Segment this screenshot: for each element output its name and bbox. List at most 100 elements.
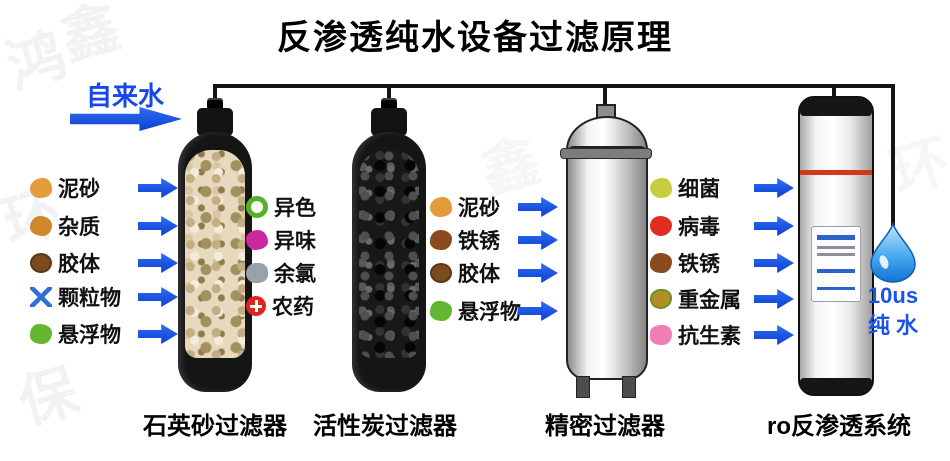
contaminant-label: 病毒 [678,216,720,239]
housing-bottom-cap [800,378,872,394]
clamp-band [560,148,652,159]
membrane-label [811,226,861,302]
contaminant-label: 细菌 [678,178,720,201]
flow-arrow [754,325,794,345]
contaminant-row: 杂质 [30,213,100,239]
impurity-icon [30,216,52,236]
heavy-metal-icon [650,289,672,309]
housing-top-cap [800,98,872,116]
housing-red-stripe [800,170,872,175]
bacteria-icon [650,178,672,198]
contaminant-label: 颗粒物 [58,287,121,310]
suspended-solids-icon [30,324,52,344]
contaminant-row: 悬浮物 [430,298,521,324]
label-print-line [817,246,855,249]
contaminant-label: 重金属 [678,289,741,312]
contaminant-row: 胶体 [430,260,500,286]
flow-arrow [754,178,794,198]
contaminant-label: 农药 [272,296,314,319]
contaminant-label: 异味 [274,230,316,253]
label-print-line [817,235,855,240]
label-print-line [817,253,855,256]
antibiotic-icon [650,325,672,345]
precision-filter-dome [566,116,648,150]
valve-knob-icon [207,98,223,110]
precision-filter-tank [566,146,648,380]
colloid-icon [30,253,52,273]
contaminant-row: 胶体 [30,250,100,276]
pipe-drop-tank3 [603,84,607,110]
particle-icon [30,287,52,307]
contaminant-label: 铁锈 [678,253,720,276]
contaminant-row: 病毒 [650,213,720,239]
contaminant-row: 异味 [246,227,316,253]
sand-icon [30,178,52,198]
tank-leg [576,376,590,398]
pipe-main-horizontal [213,84,893,88]
pure-water-label: 纯 水 [867,313,919,338]
page-title: 反渗透纯水设备过滤原理 [277,19,673,57]
tap-water-label: 自来水 [86,81,165,111]
contaminant-label: 胶体 [458,263,500,286]
suspended-solids-icon [430,301,452,321]
contaminant-label: 铁锈 [458,230,500,253]
activated-carbon-filter-tank [352,132,426,392]
filter-caption-carbon: 活性炭过滤器 [313,413,457,440]
flow-arrow [138,324,178,344]
flow-arrow [138,287,178,307]
output-flow-label: 10us [867,283,919,308]
pipe-outlet-vertical [891,84,895,226]
contaminant-row: 泥砂 [30,175,100,201]
filter-caption-quartz: 石英砂过滤器 [143,413,287,440]
contaminant-row: 细菌 [650,175,720,201]
virus-icon [650,216,672,236]
ro-membrane-housing [798,96,874,396]
flow-arrow [518,230,558,250]
control-valve-icon [371,108,407,136]
contaminant-label: 悬浮物 [58,324,121,347]
residual-chlorine-icon [246,263,268,283]
tank-leg [622,376,636,398]
contaminant-row: 铁锈 [430,227,500,253]
contaminant-label: 抗生素 [678,325,741,348]
contaminant-row: 悬浮物 [30,321,121,347]
contaminant-row: 异色 [246,194,316,220]
flow-arrow [754,289,794,309]
rust-icon [430,230,452,250]
contaminant-label: 异色 [274,197,316,220]
colloid-icon [430,263,452,283]
contaminant-label: 胶体 [58,253,100,276]
flow-arrow [518,263,558,283]
contaminant-label: 泥砂 [458,197,500,220]
flow-arrow [754,253,794,273]
contaminant-row: 农药 [246,293,314,319]
pipe-drop-tank4 [832,84,836,98]
flow-arrow [754,216,794,236]
valve-knob-icon [381,98,397,110]
flow-arrow [138,178,178,198]
contaminant-row: 余氯 [246,260,316,286]
contaminant-label: 悬浮物 [458,301,521,324]
control-valve-icon [197,108,233,136]
pesticide-icon [246,296,266,316]
carbon-media [359,150,419,358]
label-print-line [817,269,855,273]
contaminant-row: 重金属 [650,286,741,312]
contaminant-row: 颗粒物 [30,284,121,310]
quartz-sand-filter-tank [178,132,252,392]
filter-caption-precision: 精密过滤器 [545,413,665,440]
contaminant-label: 泥砂 [58,178,100,201]
rust-icon [650,253,672,273]
flow-arrow [138,216,178,236]
sand-media [185,150,245,358]
watermark-char: 保 [11,358,86,437]
flow-arrow [138,253,178,273]
contaminant-label: 余氯 [274,263,316,286]
label-print-line [817,287,855,290]
contaminant-label: 杂质 [58,216,100,239]
abnormal-color-icon [246,196,268,218]
odor-icon [246,230,268,250]
filter-caption-ro: ro反渗透系统 [767,413,911,440]
contaminant-row: 铁锈 [650,250,720,276]
